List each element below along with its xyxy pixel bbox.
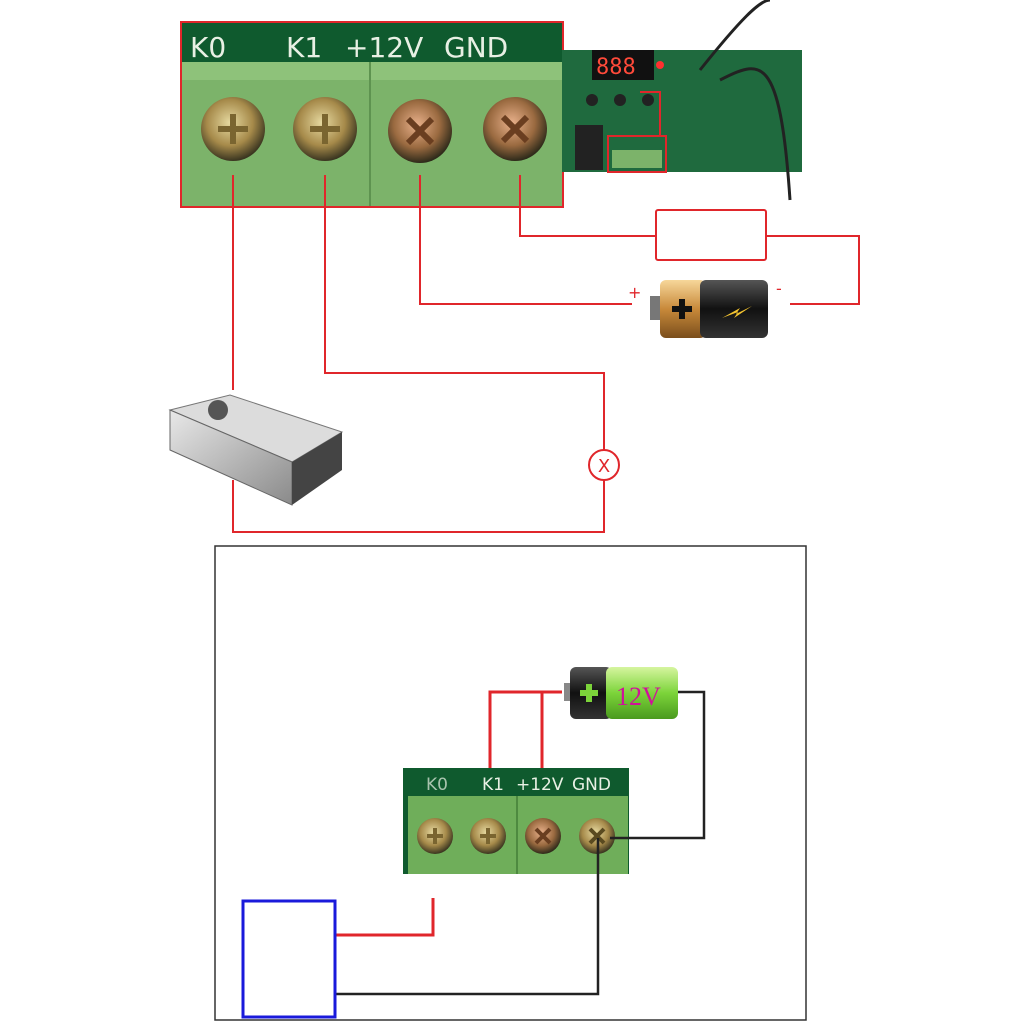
bottom-positive-wires [336, 690, 562, 937]
screw-icon [470, 818, 506, 854]
screw-icon [293, 97, 357, 161]
terminal-label-gnd: GND [444, 31, 508, 64]
screw-icon [201, 97, 265, 161]
terminal-label-k1: K1 [482, 775, 504, 795]
screw-icon [417, 818, 453, 854]
power-supply-icon [168, 394, 344, 506]
battery-plus-label: + [628, 283, 641, 302]
screw-icon [483, 97, 547, 161]
load-box [241, 899, 337, 1019]
module-display: 888 [596, 55, 636, 80]
terminal-label-k1: K1 [286, 31, 322, 64]
lamp-symbol-label: X [598, 456, 610, 477]
top-terminal-block: K0 K1 +12V GND [180, 21, 564, 208]
load-box [655, 209, 767, 261]
top-wires [232, 175, 860, 533]
battery-icon [650, 280, 768, 338]
screw-icon [525, 818, 561, 854]
bottom-negative-wires [336, 690, 706, 996]
terminal-label-12v: +12V [345, 31, 423, 64]
screw-icon [579, 818, 615, 854]
terminal-label-k0: K0 [426, 775, 448, 795]
terminal-label-gnd: GND [572, 775, 611, 795]
battery-voltage-label: 12V [616, 682, 661, 711]
screw-icon [388, 99, 452, 163]
thermostat-module: 888 [562, 0, 802, 201]
bottom-terminal-block: K0 K1 +12V GND [403, 768, 629, 874]
battery-minus-label: - [776, 279, 782, 298]
terminal-label-k0: K0 [190, 31, 226, 64]
terminal-label-12v: +12V [516, 775, 564, 795]
battery-12v-icon: 12V [564, 667, 678, 719]
lamp-symbol: X [588, 449, 620, 481]
